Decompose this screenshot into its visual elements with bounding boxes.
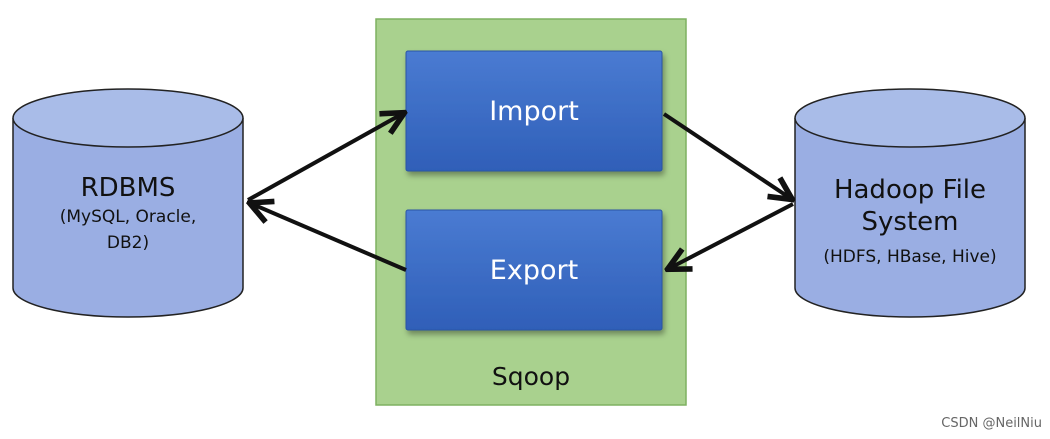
arrow-export-to-rdbms <box>252 204 407 272</box>
watermark: CSDN @NeilNiu <box>941 416 1042 431</box>
hadoop-subtitle: (HDFS, HBase, Hive) <box>823 247 997 267</box>
hadoop-title-line2: System <box>861 207 959 237</box>
hadoop-label: Hadoop File System (HDFS, HBase, Hive) <box>795 174 1025 270</box>
arrow-rdbms-to-import <box>247 114 402 202</box>
hadoop-cylinder <box>794 88 1026 318</box>
import-label: Import <box>489 95 579 127</box>
rdbms-subtitle-line2: DB2) <box>106 233 150 253</box>
rdbms-cylinder <box>12 88 244 318</box>
rdbms-subtitle-line1: (MySQL, Oracle, <box>59 207 197 227</box>
export-label: Export <box>489 254 579 286</box>
hadoop-title-line1: Hadoop File <box>833 175 987 205</box>
rdbms-title: RDBMS <box>80 173 176 203</box>
arrow-hadoop-to-export <box>670 202 794 268</box>
sqoop-label: Sqoop <box>491 362 571 391</box>
arrow-import-to-hadoop <box>662 112 790 198</box>
rdbms-label: RDBMS (MySQL, Oracle, DB2) <box>13 172 243 256</box>
